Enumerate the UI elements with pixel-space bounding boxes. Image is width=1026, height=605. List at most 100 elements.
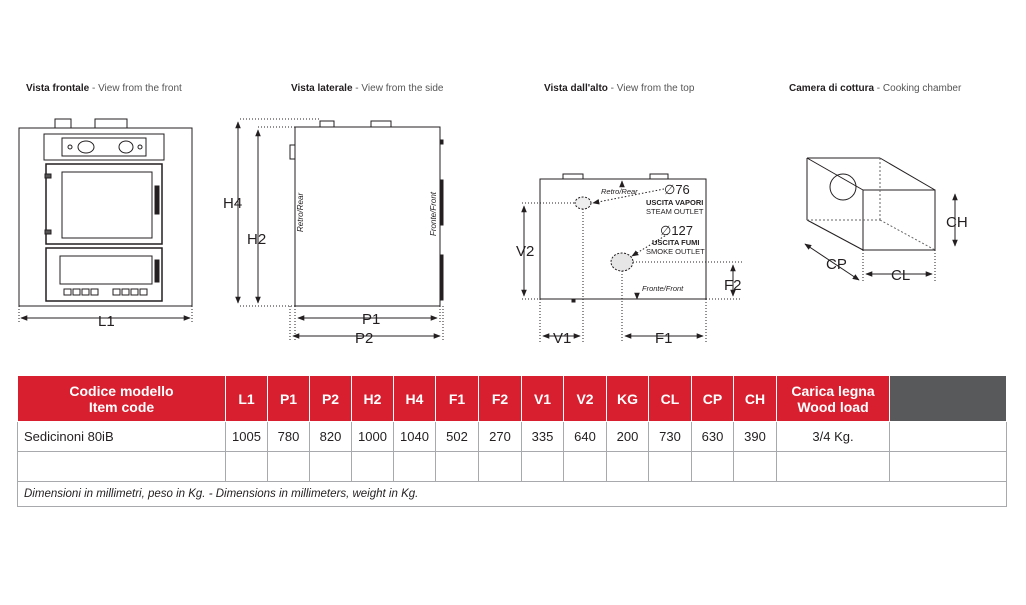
label-h2: H2 <box>247 231 266 248</box>
cell-item-code: Sedicinoni 80iB <box>17 421 226 452</box>
cell-wood-load <box>776 451 890 482</box>
view-title-it: Vista laterale <box>291 83 353 94</box>
label-l1: L1 <box>98 313 115 330</box>
stove-body <box>18 127 193 307</box>
cell-cl: 730 <box>648 421 692 452</box>
header-v1: V1 <box>521 375 564 422</box>
header-v2: V2 <box>563 375 607 422</box>
oven-window <box>61 171 153 239</box>
header-kg: KG <box>606 375 649 422</box>
cell-v2: 640 <box>563 421 607 452</box>
header-p1: P1 <box>267 375 310 422</box>
label-h4: H4 <box>223 195 242 212</box>
cell-p2 <box>309 451 352 482</box>
rear-tab <box>289 144 296 160</box>
header-l1: L1 <box>225 375 268 422</box>
table-row: Sedicinoni 80iB 1005 780 820 1000 1040 5… <box>17 421 1007 452</box>
front-pin <box>439 139 444 145</box>
view-title-it: Vista frontale <box>26 83 90 94</box>
label-side-rear: Retro/Rear <box>296 193 305 232</box>
front-handle <box>439 179 444 226</box>
label-f2: F2 <box>724 277 742 294</box>
label-smoke-outlet-en: SMOKE OUTLET <box>646 247 705 256</box>
knob <box>137 144 143 150</box>
table-note: Dimensioni in millimetri, peso in Kg. - … <box>17 481 1007 507</box>
view-title-side: Vista laterale - View from the side <box>291 83 444 94</box>
label-diameter-76: ∅76 <box>664 182 690 197</box>
bottom-pin <box>571 298 576 303</box>
label-diameter-127: ∅127 <box>660 223 693 238</box>
cell-blank <box>889 451 1007 482</box>
cell-f2 <box>478 451 522 482</box>
header-h4: H4 <box>393 375 436 422</box>
header-p2: P2 <box>309 375 352 422</box>
view-title-en: View from the front <box>98 83 182 94</box>
cell-ch: 390 <box>733 421 777 452</box>
technical-drawing: L1 H4 H2 P1 P2 Retro/Rear Fronte/Front <box>18 118 968 347</box>
oven-door <box>45 163 163 245</box>
knob <box>77 140 95 154</box>
view-title-top: Vista dall'alto - View from the top <box>544 83 695 94</box>
cell-l1 <box>225 451 268 482</box>
top-vent <box>370 120 392 128</box>
cell-v1: 335 <box>521 421 564 452</box>
label-p2: P2 <box>355 330 373 347</box>
label-v1: V1 <box>553 330 571 347</box>
top-vent <box>94 118 128 129</box>
label-cl: CL <box>891 267 910 284</box>
cell-cp: 630 <box>691 421 734 452</box>
top-tab <box>649 173 669 180</box>
stove-side-body <box>294 126 441 307</box>
hinge <box>44 229 52 235</box>
control-panel <box>43 133 165 161</box>
cell-p2: 820 <box>309 421 352 452</box>
front-handle <box>439 254 444 301</box>
door-handle <box>154 259 160 283</box>
cell-wood-load: 3/4 Kg. <box>776 421 890 452</box>
steam-outlet <box>574 196 592 210</box>
cell-h2: 1000 <box>351 421 394 452</box>
firebox-door <box>45 247 163 302</box>
top-vent <box>319 120 335 128</box>
cell-f2: 270 <box>478 421 522 452</box>
cell-h4: 1040 <box>393 421 436 452</box>
label-steam-outlet-it: USCITA VAPORI <box>646 198 703 207</box>
chamber-opening <box>829 173 857 201</box>
label-cp: CP <box>826 256 847 273</box>
control-panel-inner <box>61 137 147 157</box>
side-view <box>235 118 444 340</box>
view-title-en: View from the side <box>361 83 444 94</box>
smoke-leader <box>631 233 669 257</box>
label-p1: P1 <box>362 311 380 328</box>
header-f1: F1 <box>435 375 479 422</box>
cell-ch <box>733 451 777 482</box>
label-f1: F1 <box>655 330 673 347</box>
chamber-front-face <box>862 189 936 251</box>
air-vents <box>63 288 148 296</box>
top-tab <box>562 173 584 180</box>
header-blank <box>889 375 1007 422</box>
label-steam-outlet-en: STEAM OUTLET <box>646 207 704 216</box>
dimension-line-cp <box>804 243 860 281</box>
firebox-window <box>59 255 153 285</box>
table-row <box>17 451 1007 482</box>
hinge <box>44 173 52 179</box>
top-view <box>521 173 742 342</box>
knob <box>67 144 73 150</box>
cell-p1: 780 <box>267 421 310 452</box>
view-title-cooking-chamber: Camera di cottura - Cooking chamber <box>789 83 962 94</box>
header-ch: CH <box>733 375 777 422</box>
view-title-it: Vista dall'alto <box>544 83 608 94</box>
label-top-rear: Retro/Rear <box>601 187 638 196</box>
label-smoke-outlet-it: USCITA FUMI <box>652 238 700 247</box>
view-title-it: Camera di cottura <box>789 83 875 94</box>
cell-f1: 502 <box>435 421 479 452</box>
cell-p1 <box>267 451 310 482</box>
label-side-front: Fronte/Front <box>429 191 438 236</box>
cell-h4 <box>393 451 436 482</box>
header-cl: CL <box>648 375 692 422</box>
view-title-front: Vista frontale - View from the front <box>26 83 182 94</box>
